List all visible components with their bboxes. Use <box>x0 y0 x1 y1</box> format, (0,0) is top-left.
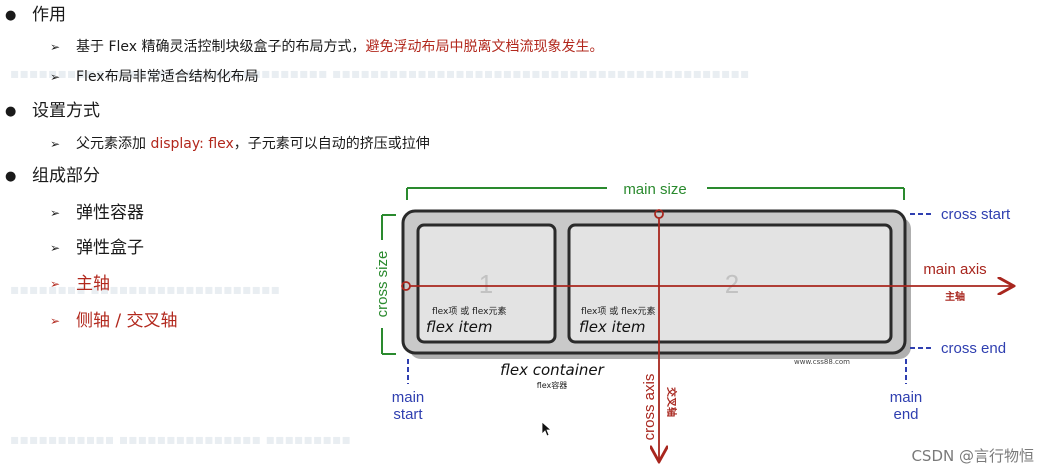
flex-container-label-cn: flex容器 <box>537 380 568 390</box>
arrow-bullet-icon: ➢ <box>50 314 61 328</box>
item-text-tail: ，子元素可以自动的挤压或拉伸 <box>233 136 430 152</box>
list-item: ➢ 父元素添加 display: flex，子元素可以自动的挤压或拉伸 <box>50 136 550 154</box>
arrow-bullet-icon: ➢ <box>50 40 61 54</box>
item-1-caption: flex item <box>426 318 492 336</box>
arrow-bullet-icon: ➢ <box>50 277 61 291</box>
flexbox-diagram: main size cross size 1 flex项 或 flex元素 fl… <box>352 168 1042 470</box>
list-item-cross-axis: ➢ 侧轴 / 交叉轴 <box>50 313 300 333</box>
mouse-cursor-icon <box>541 421 553 437</box>
list-item: ➢ 弹性容器 <box>50 205 300 225</box>
main-end-label-line1: main <box>890 389 923 406</box>
flex-container-label: flex container <box>500 361 604 379</box>
flex-item-1 <box>416 223 557 344</box>
item-text: 基于 Flex 精确灵活控制块级盒子的布局方式， <box>76 39 366 55</box>
cross-size-bracket <box>372 214 396 355</box>
main-size-bracket <box>406 178 905 200</box>
bullet-icon: ● <box>5 104 17 119</box>
arrow-bullet-icon: ➢ <box>50 70 61 84</box>
item-text: 主轴 <box>76 274 110 294</box>
arrow-bullet-icon: ➢ <box>50 241 61 255</box>
main-axis-label-cn: 主轴 <box>945 290 965 303</box>
flexbox-diagram-svg: main size cross size 1 flex项 或 flex元素 fl… <box>372 178 1042 470</box>
item-highlight: display: flex <box>150 136 234 152</box>
section-heading-purpose: ● 作用 <box>0 7 200 27</box>
cross-start-label: cross start <box>941 206 1011 223</box>
main-start-label-line2: start <box>393 406 423 423</box>
bullet-icon: ● <box>5 169 17 184</box>
main-size-label: main size <box>623 181 686 198</box>
main-axis-label: main axis <box>923 261 986 278</box>
item-text: 侧轴 / 交叉轴 <box>76 311 178 331</box>
item-highlight: 避免浮动布局中脱离文档流现象发生。 <box>365 39 604 55</box>
cross-axis-label-cn: 交叉轴 <box>665 387 678 417</box>
item-2-caption: flex item <box>579 318 645 336</box>
list-item: ➢ 弹性盒子 <box>50 240 300 260</box>
arrow-bullet-icon: ➢ <box>50 137 61 151</box>
section-heading-components: ● 组成部分 <box>0 168 200 188</box>
item-text: 弹性盒子 <box>76 238 144 258</box>
item-text: 弹性容器 <box>76 203 144 223</box>
cross-axis-label: cross axis <box>641 374 658 441</box>
cross-size-label: cross size <box>374 251 391 318</box>
section-title: 作用 <box>32 5 66 25</box>
bullet-icon: ● <box>5 8 17 23</box>
main-start-label-line1: main <box>392 389 425 406</box>
list-item: ➢ Flex布局非常适合结构化布局 <box>50 69 450 87</box>
site-label: www.css88.com <box>794 358 850 366</box>
item-1-caption-cn: flex项 或 flex元素 <box>432 305 506 317</box>
main-end-label-line2: end <box>893 406 918 423</box>
csdn-watermark: CSDN @言行物恒 <box>911 447 1034 465</box>
flex-item-2 <box>567 223 893 344</box>
item-text: Flex布局非常适合结构化布局 <box>76 69 259 85</box>
section-title: 组成部分 <box>32 166 100 186</box>
item-1-number: 1 <box>479 269 493 299</box>
item-2-number: 2 <box>725 269 739 299</box>
section-heading-setup: ● 设置方式 <box>0 103 200 123</box>
arrow-bullet-icon: ➢ <box>50 206 61 220</box>
section-title: 设置方式 <box>32 101 100 121</box>
list-item: ➢ 基于 Flex 精确灵活控制块级盒子的布局方式，避免浮动布局中脱离文档流现象… <box>50 39 670 57</box>
item-2-caption-cn: flex项 或 flex元素 <box>581 305 655 317</box>
list-item-main-axis: ➢ 主轴 <box>50 276 300 296</box>
cross-end-label: cross end <box>941 340 1006 357</box>
item-text: 父元素添加 <box>76 136 151 152</box>
